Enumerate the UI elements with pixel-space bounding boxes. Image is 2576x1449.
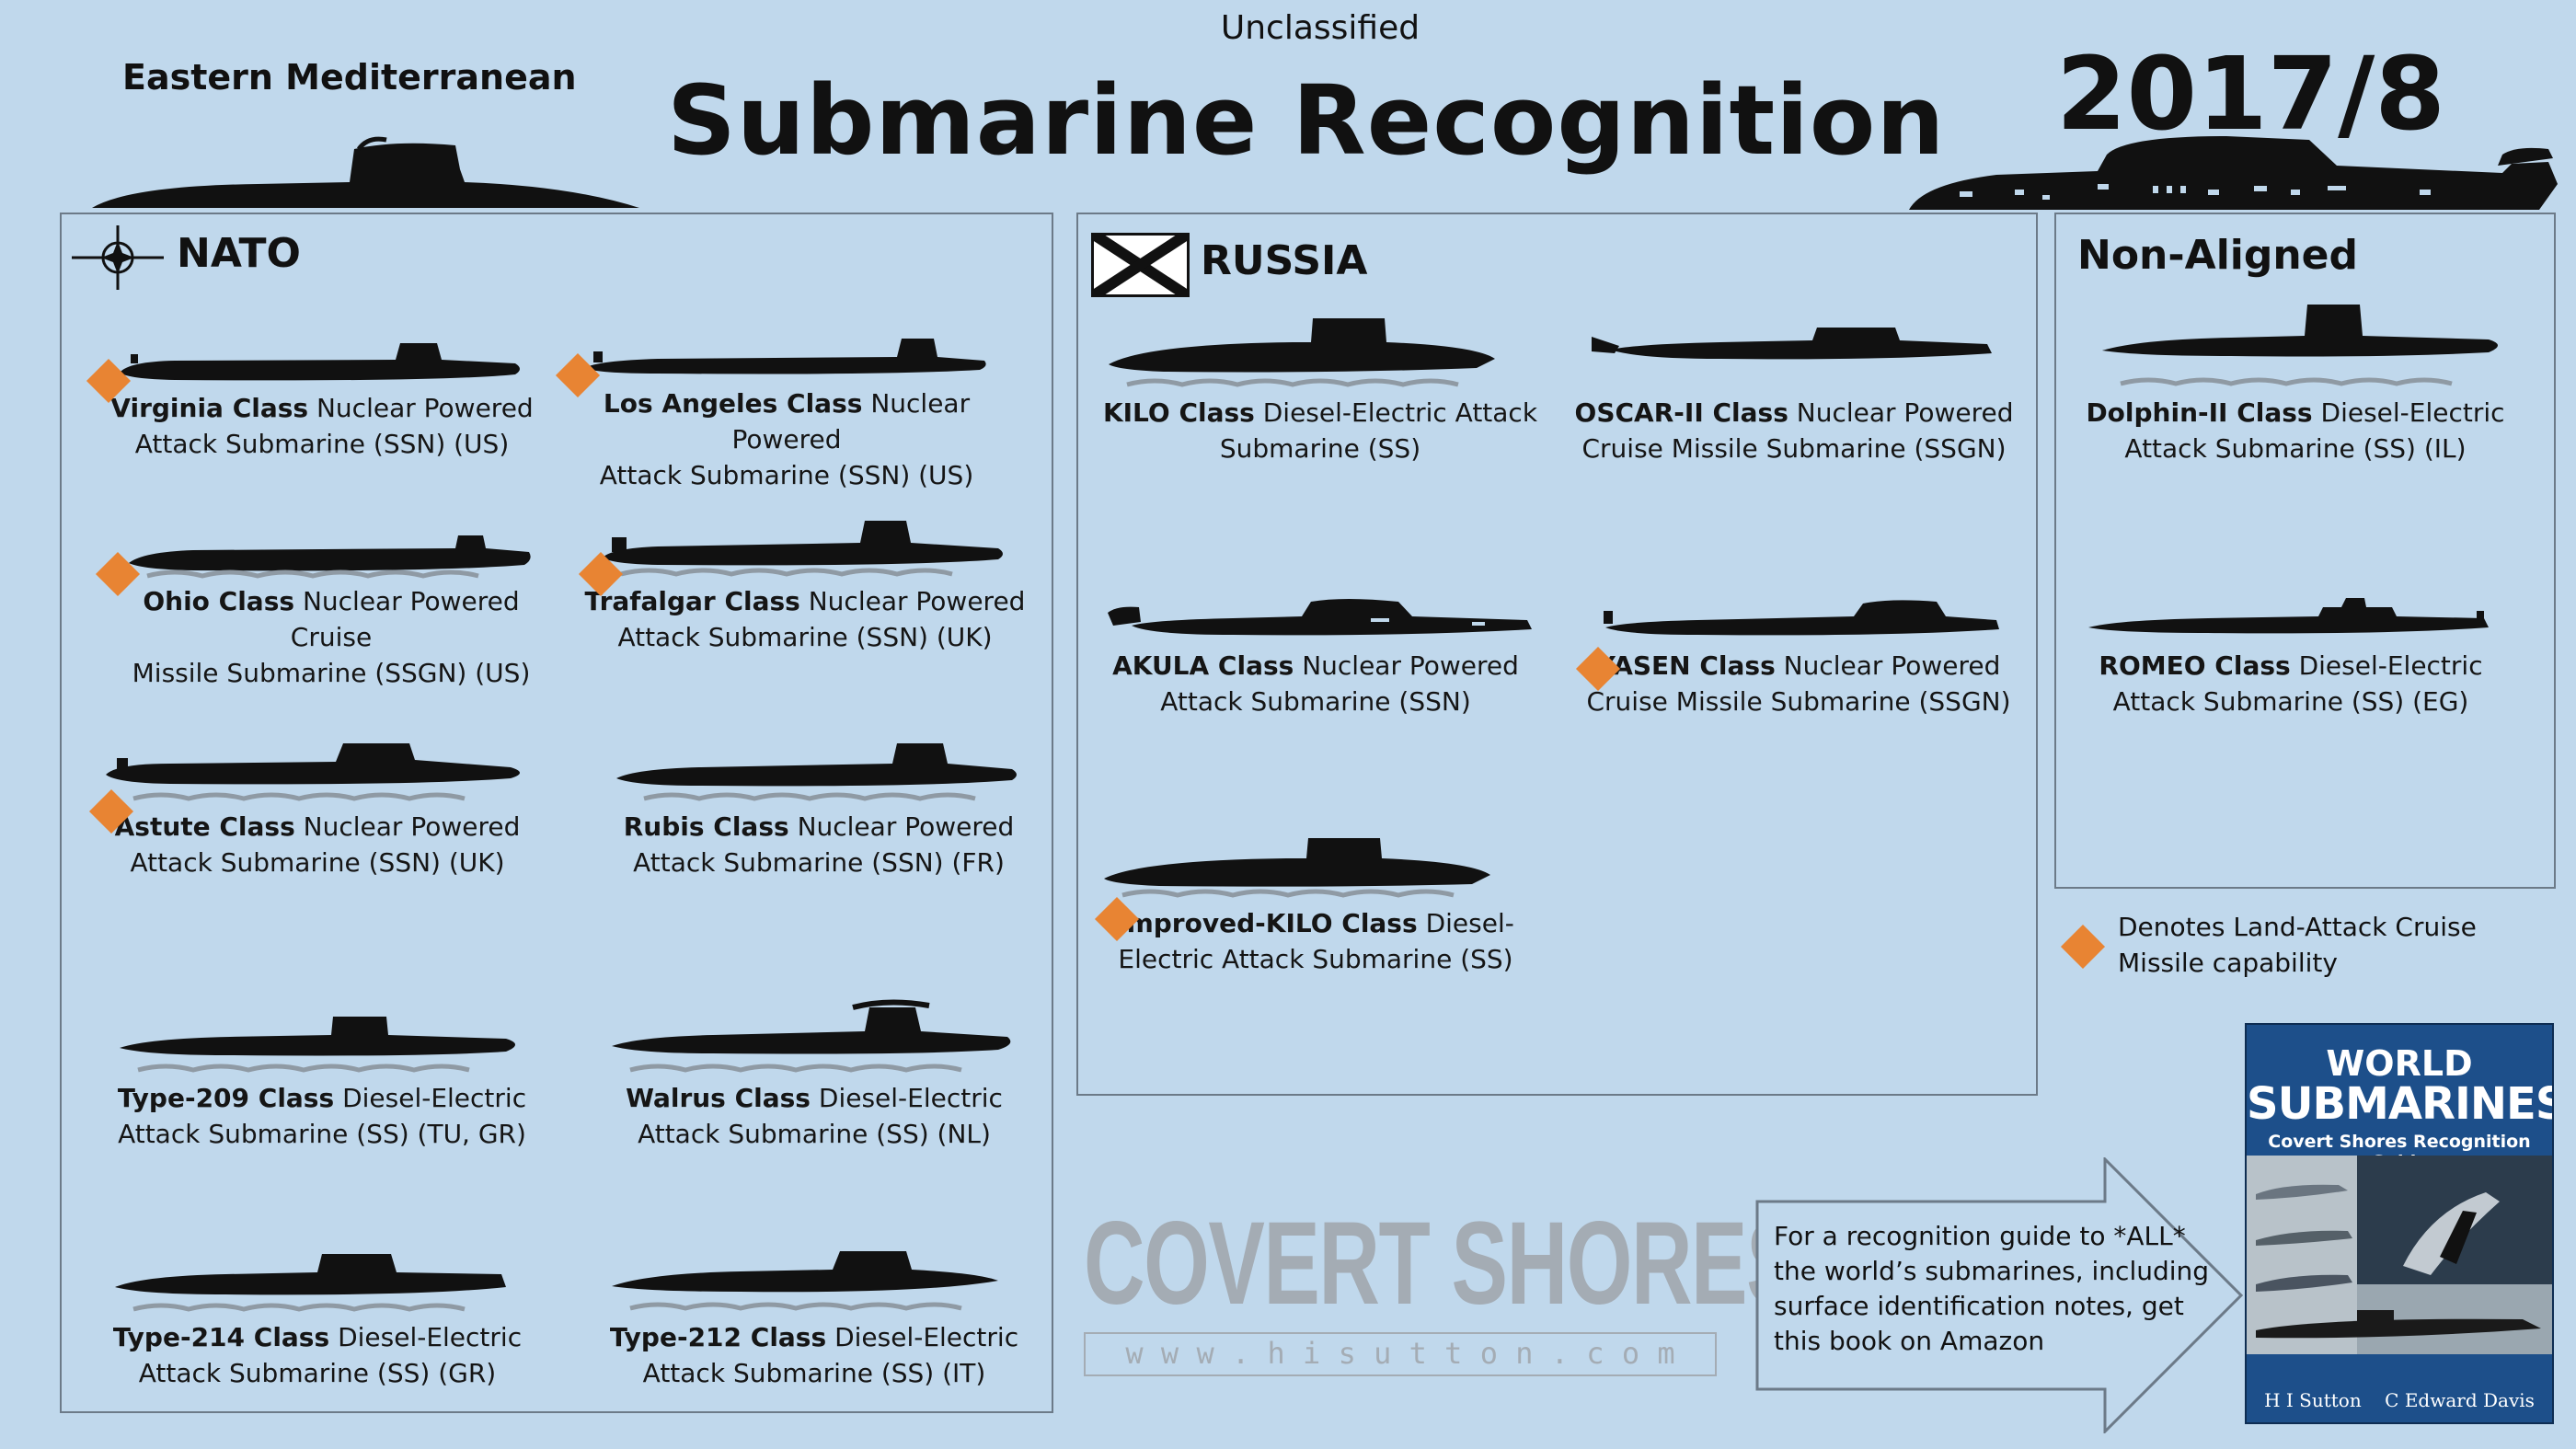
submarine-silhouette (616, 743, 1017, 801)
submarine-silhouette (120, 343, 520, 381)
submarine-silhouette (2088, 598, 2489, 634)
submarine-silhouette (1592, 328, 1992, 360)
nato-star-icon (72, 225, 164, 290)
submarine-silhouette (2102, 305, 2498, 386)
submarine-silhouette (603, 521, 1003, 577)
covert-shores-watermark: COVERT SHORES (1084, 1198, 1803, 1329)
russia-naval-ensign-icon (1091, 233, 1190, 297)
classification-label: Unclassified (1220, 9, 1420, 47)
book-cover-submarines (2247, 1156, 2552, 1354)
book-title-top: WORLD (2326, 1043, 2473, 1084)
submarine-silhouette (129, 535, 531, 579)
submarine-silhouette (1104, 838, 1490, 898)
book-cover-art (2247, 1156, 2552, 1354)
submarine-silhouette (1108, 599, 1532, 636)
promo-text: For a recognition guide to *ALL*the worl… (1774, 1221, 2210, 1356)
submarine-card-improved-kilo: Improved-KILO Class Diesel-Electric Atta… (1086, 833, 1546, 977)
submarine-silhouette (612, 999, 1011, 1073)
page-title: Submarine Recognition (667, 64, 1946, 177)
header-submarine-right-silhouette (1909, 136, 2558, 210)
book-authors: H I Sutton C Edward Davis (2264, 1389, 2535, 1411)
submarine-silhouette (584, 339, 986, 374)
submarine-silhouette (612, 1251, 998, 1311)
non-aligned-section-title: Non-Aligned (2077, 232, 2359, 279)
submarine-silhouette (1604, 600, 1999, 636)
nato-panel (60, 213, 1053, 1413)
submarine-silhouette (1109, 318, 1495, 387)
book-cover[interactable]: WORLD SUBMARINES Covert Shores Recogniti… (2245, 1023, 2554, 1424)
russia-panel (1076, 213, 2038, 1096)
watermark-url-box (1084, 1332, 1717, 1376)
submarine-silhouette (115, 1254, 506, 1312)
watermark-url: w w w . h i s u t t o n . c o m (1125, 1336, 1675, 1371)
region-label: Eastern Mediterranean (122, 57, 577, 98)
book-title-main: SUBMARINES (2247, 1078, 2554, 1130)
header-submarine-left-silhouette (92, 136, 639, 208)
submarine-silhouette (106, 743, 520, 801)
submarine-caption: Improved-KILO Class Diesel-Electric Atta… (1117, 908, 1514, 974)
submarine-silhouette (120, 1017, 515, 1073)
legend-lacm-marker (2060, 924, 2106, 970)
nato-section-title: NATO (177, 230, 301, 277)
edition-label: 2017/8 (2056, 35, 2445, 153)
russia-section-title: RUSSIA (1201, 237, 1368, 284)
non-aligned-panel (2054, 213, 2556, 889)
promo-arrow (1755, 1157, 2243, 1433)
